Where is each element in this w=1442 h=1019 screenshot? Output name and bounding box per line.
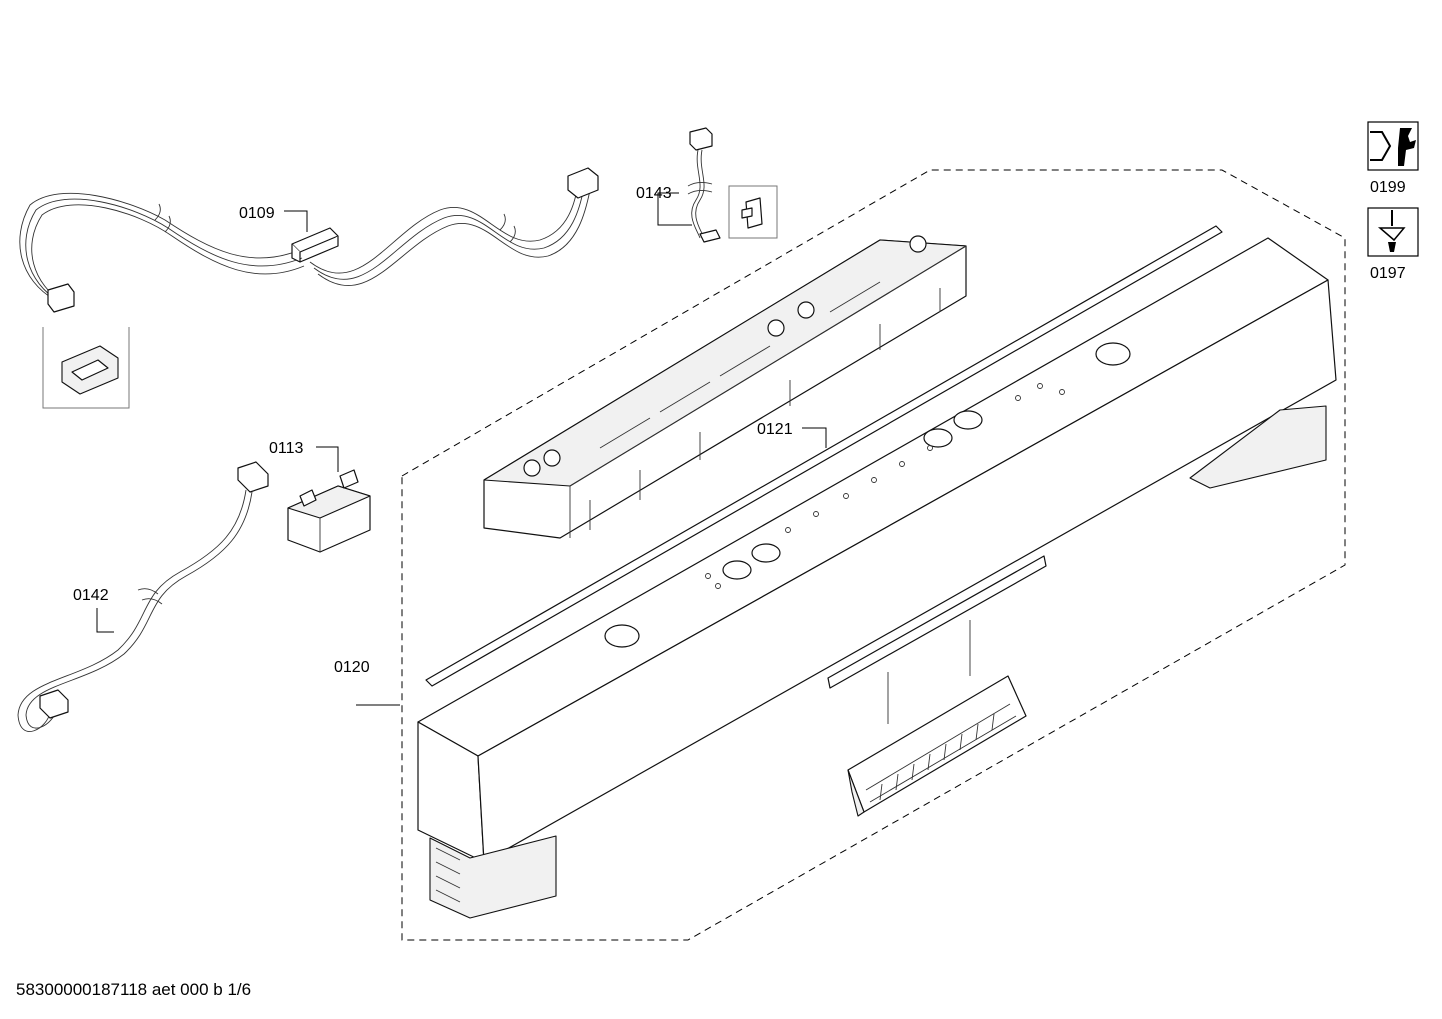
- label-0113: 0113: [269, 440, 304, 457]
- label-0142: 0142: [73, 587, 109, 604]
- part-0120-control-panel[interactable]: [417, 237, 1337, 919]
- tool-code-0197: 0197: [1370, 265, 1406, 282]
- label-0109: 0109: [239, 205, 275, 222]
- label-0143: 0143: [636, 185, 672, 202]
- leader-0109: [284, 210, 308, 232]
- leader-0143: [657, 192, 692, 226]
- part-0142-cable[interactable]: [17, 461, 269, 732]
- part-0143-detail-inset: [728, 185, 778, 239]
- assembly-boundary: [401, 169, 1346, 941]
- part-0143-sensor-cable[interactable]: [687, 127, 721, 243]
- leader-0113: [316, 446, 339, 472]
- label-0120: 0120: [334, 659, 370, 676]
- part-0113-connector-block[interactable]: [287, 469, 371, 553]
- leader-0142: [96, 608, 114, 633]
- part-0109-wiring-harness[interactable]: [19, 167, 599, 313]
- part-0121-light-strip[interactable]: [425, 225, 1223, 687]
- wrench-icon: [1367, 121, 1419, 171]
- screwdriver-icon: [1367, 207, 1419, 257]
- part-0109-detail-inset: [42, 327, 130, 409]
- control-module-board[interactable]: [483, 235, 967, 539]
- tool-code-0199: 0199: [1370, 179, 1406, 196]
- label-0121: 0121: [757, 421, 793, 438]
- document-id: 58300000187118 aet 000 b 1/6: [16, 980, 252, 999]
- handle-clip[interactable]: [847, 620, 1027, 817]
- leader-0121: [802, 427, 827, 448]
